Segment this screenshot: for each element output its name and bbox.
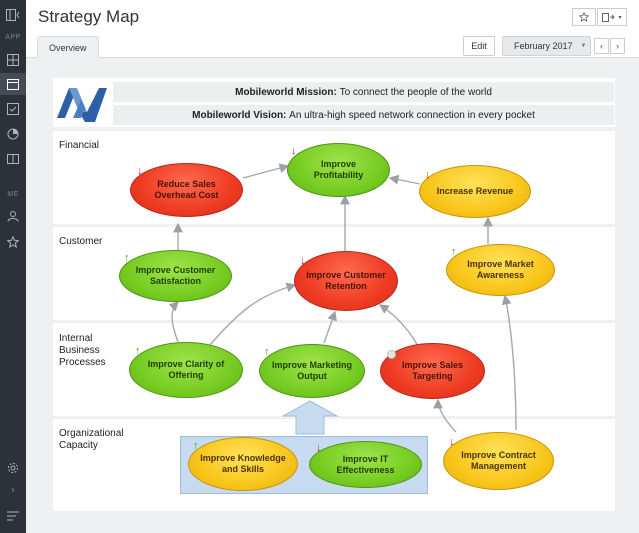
- sidebar: APP ME ›: [0, 0, 26, 533]
- next-period-button[interactable]: ›: [610, 38, 625, 54]
- trend-down-icon: ↓: [291, 145, 297, 157]
- perspective-label-financial: Financial: [59, 140, 100, 151]
- mobileworld-logo: [57, 88, 107, 122]
- chevron-left-icon: ‹: [600, 41, 603, 51]
- trend-down-icon: ↓: [425, 169, 431, 181]
- trend-down-icon: ↓: [137, 165, 143, 177]
- sidebar-item-profile[interactable]: [0, 205, 26, 227]
- objective-improve-customer-satisfaction[interactable]: Improve Customer Satisfaction: [119, 250, 232, 302]
- dashboard-icon: [7, 54, 19, 66]
- vision-statement: Mobileworld Vision: An ultra-high speed …: [113, 105, 614, 125]
- edit-button[interactable]: Edit: [463, 36, 495, 56]
- objective-label: Improve Knowledge and Skills: [200, 453, 286, 474]
- period-selector[interactable]: February 2017 ▼: [502, 36, 591, 56]
- perspective-label-internal: Internal Business Processes: [59, 333, 106, 368]
- sidebar-item-tasks[interactable]: [0, 98, 26, 120]
- page-title: Strategy Map: [38, 7, 140, 26]
- sidebar-item-settings[interactable]: [0, 457, 26, 479]
- prev-period-button[interactable]: ‹: [594, 38, 609, 54]
- perspective-label-organizational: Organizational Capacity: [59, 428, 124, 451]
- objective-label: Improve Customer Satisfaction: [135, 265, 216, 286]
- objective-label: Improve Sales Targeting: [401, 360, 464, 381]
- vision-label: Mobileworld Vision:: [192, 109, 287, 121]
- sidebar-section-me: ME: [7, 191, 19, 198]
- objective-label: Improve Clarity of Offering: [147, 359, 225, 380]
- chevron-right-icon: ›: [616, 41, 619, 51]
- objective-label: Improve Contract Management: [461, 450, 536, 471]
- sidebar-item-library[interactable]: [0, 148, 26, 170]
- menu-icon[interactable]: [0, 505, 26, 527]
- objective-label: Increase Revenue: [436, 186, 514, 196]
- objective-improve-market-awareness[interactable]: Improve Market Awareness: [446, 244, 555, 296]
- trend-down-icon: ↓: [449, 436, 455, 448]
- objective-label: Improve Profitability: [313, 159, 364, 180]
- objective-improve-customer-retention[interactable]: Improve Customer Retention: [294, 251, 398, 311]
- objective-label: Improve Market Awareness: [467, 259, 534, 280]
- star-icon: [579, 12, 589, 22]
- trend-down-icon: ↓: [300, 255, 306, 267]
- objective-label: Improve IT Effectiveness: [336, 453, 395, 475]
- objective-improve-contract-management[interactable]: Improve Contract Management: [443, 432, 554, 490]
- share-icon: [602, 13, 616, 22]
- trend-up-icon: ↑: [135, 345, 141, 357]
- star-icon: [7, 236, 19, 248]
- mission-label: Mobileworld Mission:: [235, 86, 337, 98]
- objective-improve-sales-targeting[interactable]: Improve Sales Targeting: [380, 343, 485, 399]
- mission-text: To connect the people of the world: [339, 86, 492, 98]
- calendar-icon: [7, 79, 19, 90]
- favorite-button[interactable]: [572, 8, 596, 26]
- trend-up-icon: ↑: [451, 246, 457, 258]
- pie-chart-icon: [7, 128, 19, 140]
- share-button[interactable]: ▾: [597, 8, 627, 26]
- tab-bar: Overview: [26, 32, 639, 58]
- book-icon: [7, 154, 19, 164]
- objective-reduce-sales-overhead[interactable]: Reduce Sales Overhead Cost: [130, 163, 243, 217]
- objective-label: Improve Marketing Output: [271, 360, 353, 381]
- collapse-sidebar-icon[interactable]: [0, 4, 26, 26]
- perspective-label-customer: Customer: [59, 236, 103, 247]
- tab-overview[interactable]: Overview: [37, 36, 99, 58]
- user-icon: [7, 211, 19, 222]
- objective-label: Improve Customer Retention: [306, 270, 386, 291]
- checklist-icon: [7, 103, 19, 115]
- objective-increase-revenue[interactable]: Increase Revenue: [419, 165, 531, 218]
- objective-improve-profitability[interactable]: Improve Profitability: [287, 143, 390, 197]
- trend-up-icon: ↑: [193, 440, 199, 452]
- chevron-down-icon: ▼: [580, 43, 587, 49]
- objective-label: Reduce Sales Overhead Cost: [154, 179, 219, 200]
- objective-improve-knowledge-and-skills[interactable]: Improve Knowledge and Skills: [188, 437, 298, 491]
- trend-down-icon: ↓: [316, 442, 322, 454]
- mission-statement: Mobileworld Mission: To connect the peop…: [113, 82, 614, 102]
- trend-up-icon: ↑: [124, 252, 130, 264]
- sidebar-item-strategy[interactable]: [0, 73, 26, 95]
- trend-up-icon: ↑: [264, 346, 270, 358]
- trend-flat-icon: [387, 350, 396, 359]
- sidebar-section-app: APP: [5, 34, 21, 41]
- gear-icon: [7, 462, 19, 474]
- period-label: February 2017: [514, 41, 573, 51]
- objective-improve-clarity-of-offering[interactable]: Improve Clarity of Offering: [129, 342, 243, 398]
- objective-improve-it-effectiveness[interactable]: Improve IT Effectiveness: [309, 441, 422, 488]
- sidebar-item-dashboard[interactable]: [0, 49, 26, 71]
- sidebar-item-favorites[interactable]: [0, 231, 26, 253]
- expand-arrow-icon[interactable]: ›: [11, 484, 15, 494]
- sidebar-item-reports[interactable]: [0, 123, 26, 145]
- vision-text: An ultra-high speed network connection i…: [289, 109, 535, 121]
- objective-improve-marketing-output[interactable]: Improve Marketing Output: [259, 344, 365, 398]
